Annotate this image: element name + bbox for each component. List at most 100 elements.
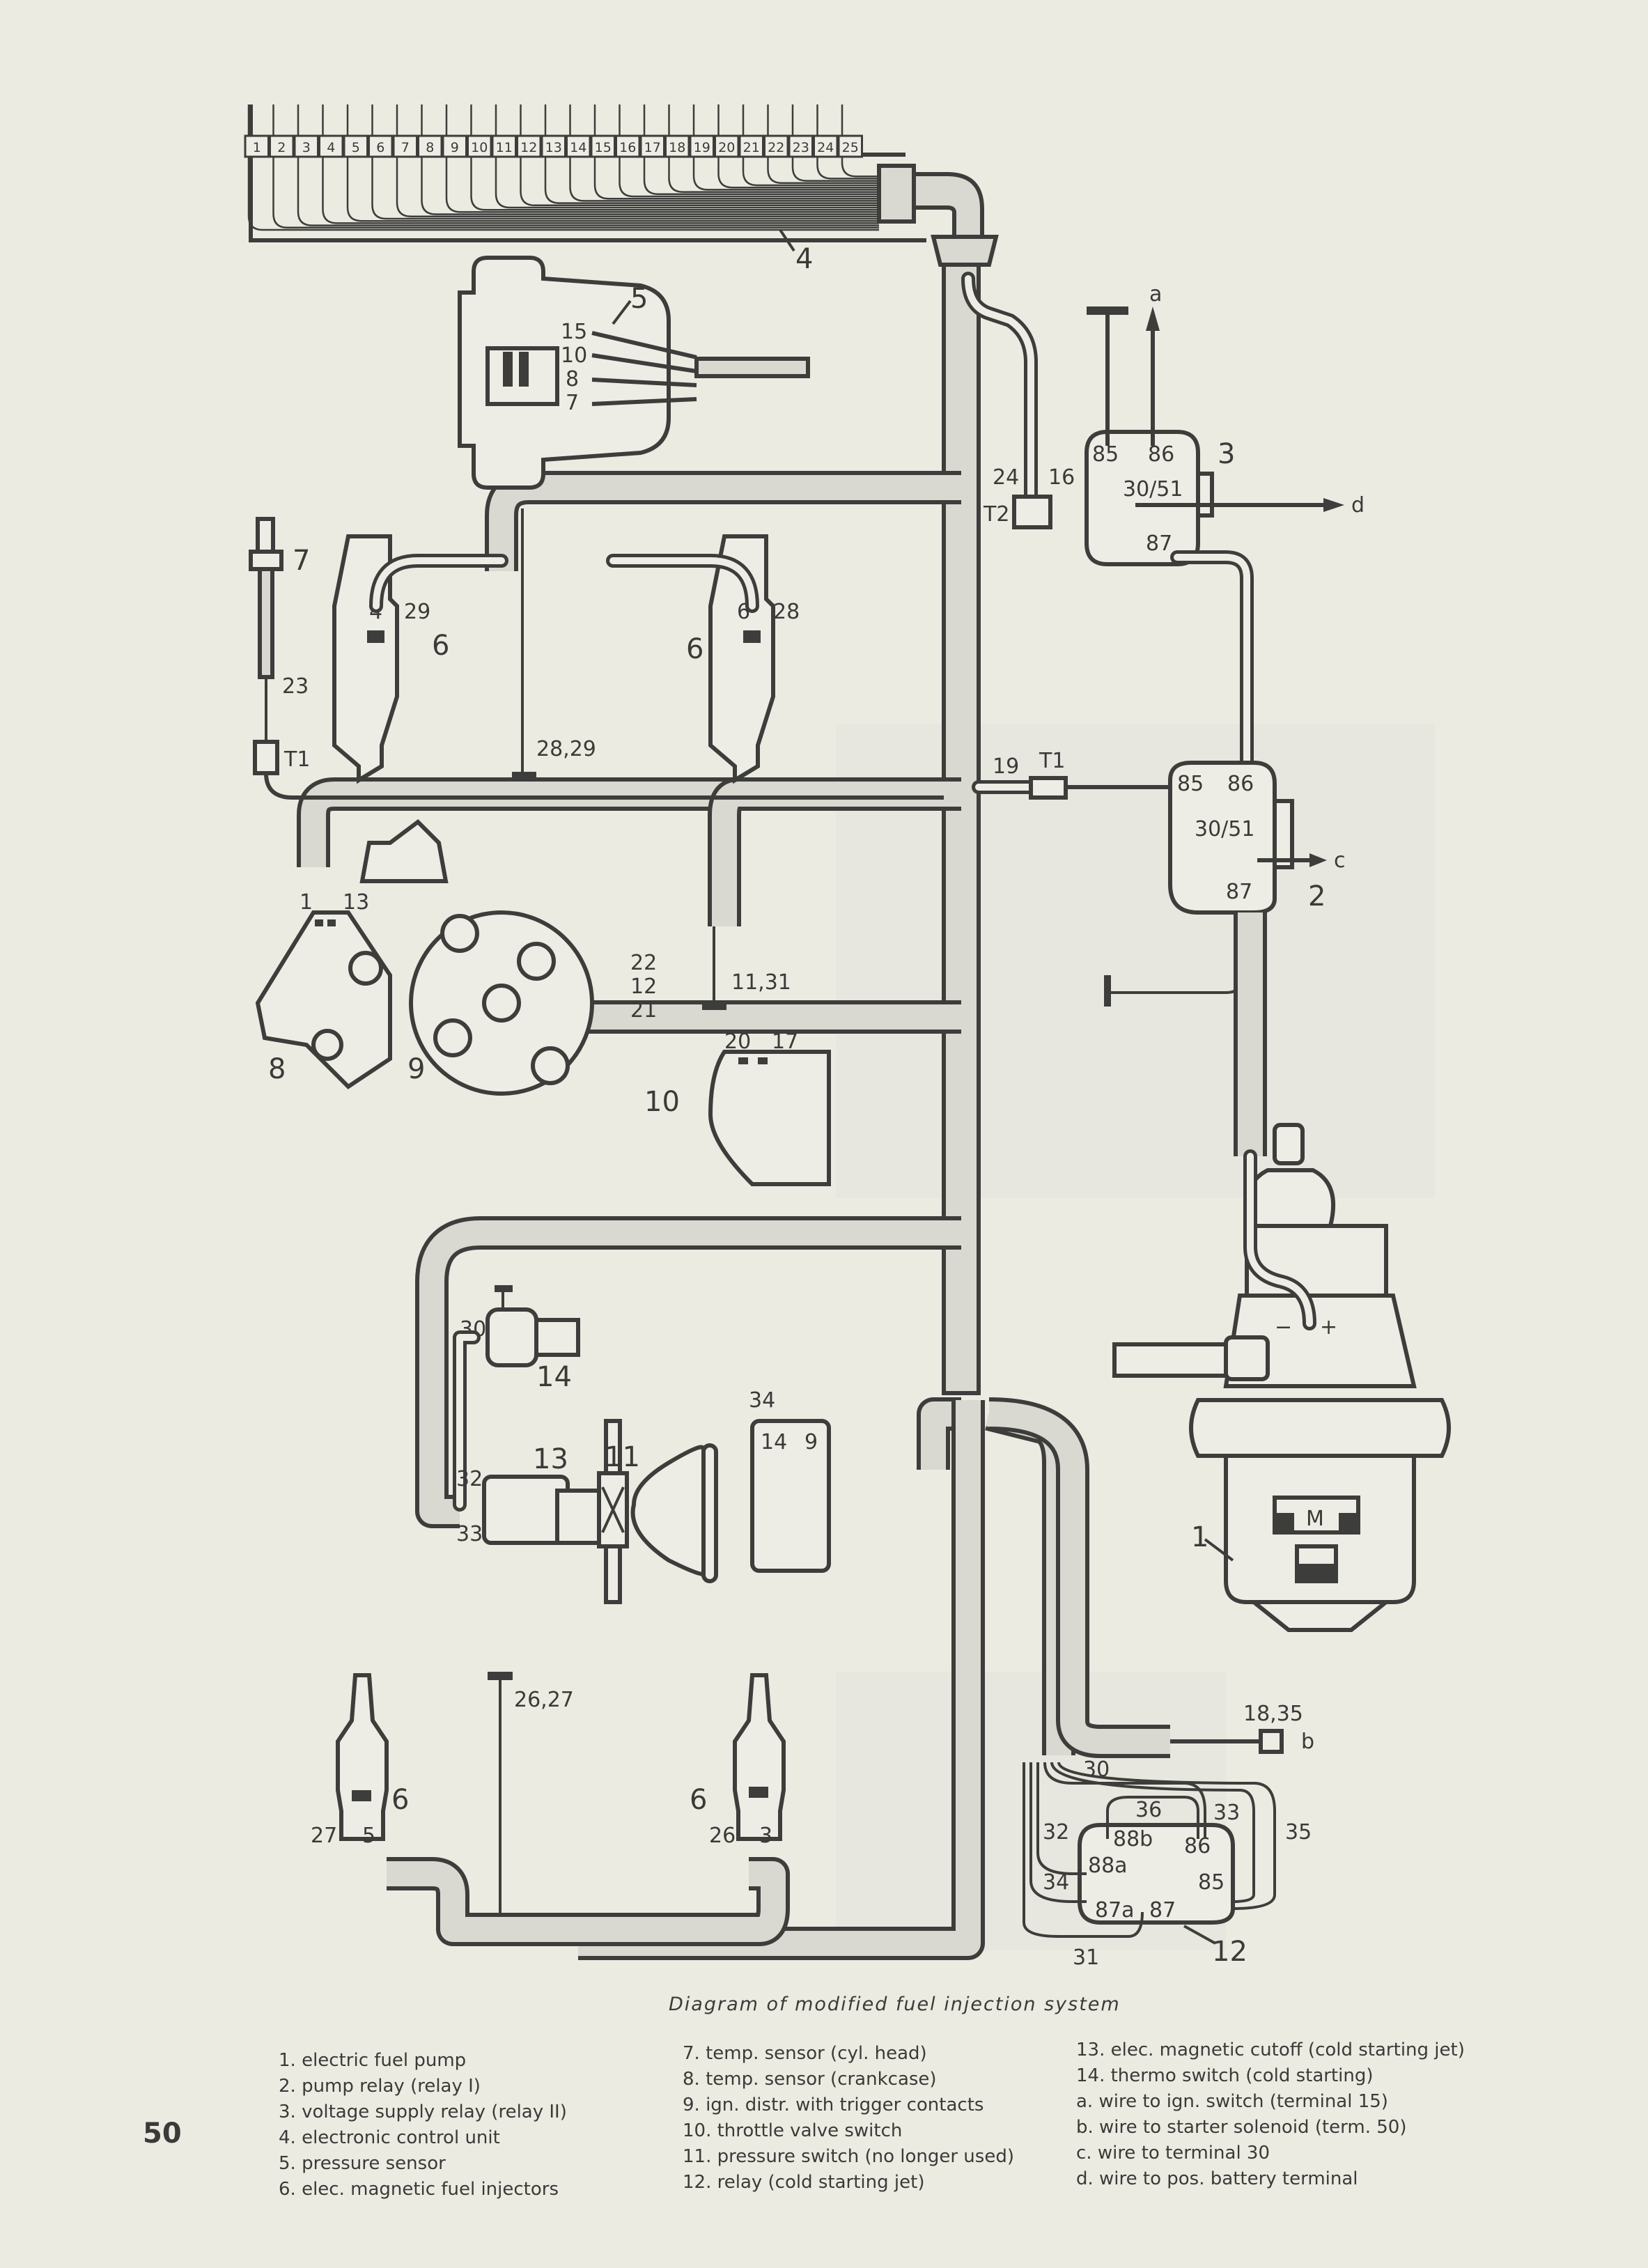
- terminal-label: 87a: [1095, 1898, 1135, 1923]
- ground-label: 28,29: [536, 737, 596, 761]
- legend-item: 5. pressure sensor: [279, 2153, 446, 2174]
- legend-item: 10. throttle valve switch: [683, 2120, 903, 2141]
- pressure-switch: 34 14 9 11: [605, 1388, 831, 1583]
- control-unit-terminal: 21: [738, 104, 879, 187]
- terminal-label: 87: [1149, 1898, 1176, 1923]
- control-unit-terminal: 24: [813, 104, 879, 180]
- arrow-label-c: c: [1334, 848, 1346, 873]
- pin-label: 7: [566, 391, 579, 415]
- pin-label: 12: [630, 974, 657, 999]
- terminal-number: 20: [718, 140, 735, 155]
- control-unit-terminal: 9: [442, 104, 879, 213]
- terminal-label: 30/51: [1123, 477, 1183, 502]
- wire-label: 34: [749, 1388, 775, 1413]
- control-unit-terminal: 5: [343, 104, 879, 222]
- arrow-label-d: d: [1351, 493, 1365, 518]
- control-unit-wire: [544, 104, 879, 204]
- control-unit-terminal: 6: [368, 104, 879, 220]
- control-unit-terminal: 3: [293, 104, 879, 226]
- pump-relay: 19 T1 85 86 30/51 87 c 2: [972, 749, 1346, 1156]
- ref-label-6: 6: [432, 630, 449, 662]
- control-unit-wire: [445, 104, 879, 213]
- terminal-number: 17: [644, 140, 661, 155]
- page-number: 50: [143, 2118, 182, 2150]
- ref-label-6: 6: [391, 1784, 409, 1816]
- control-unit-wire: [717, 104, 879, 189]
- wire-label: 23: [282, 674, 309, 699]
- pin-label: 29: [404, 600, 430, 624]
- injector-rear-right: 26 3 6: [690, 1673, 786, 1848]
- ref-label-8: 8: [268, 1053, 286, 1085]
- legend-item: 12. relay (cold starting jet): [683, 2172, 925, 2193]
- legend-item: 9. ign. distr. with trigger contacts: [683, 2095, 984, 2115]
- wire-label: 16: [1048, 465, 1075, 490]
- thermo-switch: 30 14: [453, 1285, 580, 1512]
- electric-fuel-pump: M − + 1: [1112, 1123, 1451, 1632]
- legend-item: 14. thermo switch (cold starting): [1076, 2065, 1374, 2086]
- control-unit-wire: [371, 104, 879, 220]
- legend-item: 11. pressure switch (no longer used): [683, 2146, 1014, 2167]
- ref-label-11: 11: [605, 1441, 640, 1473]
- ground-rear: 26,27: [387, 1672, 790, 1946]
- legend-item: 7. temp. sensor (cyl. head): [683, 2043, 927, 2064]
- terminal-number: 11: [496, 140, 513, 155]
- control-unit-wire: [816, 104, 879, 180]
- wire-label: 36: [1135, 1798, 1162, 1822]
- control-unit-wire: [520, 104, 879, 207]
- terminal-plus-label: +: [1320, 1315, 1337, 1339]
- connector-label: T1: [1039, 749, 1065, 773]
- terminal-number: 12: [520, 140, 537, 155]
- ref-label-3: 3: [1218, 438, 1235, 470]
- terminal-number: 18: [669, 140, 685, 155]
- terminal-number: 9: [451, 140, 459, 155]
- ref-label-1: 1: [1191, 1521, 1208, 1553]
- control-unit-terminal: 1: [244, 104, 879, 231]
- control-unit-terminal: 18: [664, 104, 879, 193]
- injector-front-right: 6 28 6: [606, 534, 800, 784]
- terminal-number: 1: [253, 140, 261, 155]
- ground-front: 28,29: [512, 508, 596, 780]
- harness-boot: [931, 235, 999, 267]
- terminal-label: 85: [1177, 772, 1204, 796]
- pin-label: 15: [561, 320, 587, 344]
- control-unit-terminal: 20: [714, 104, 879, 189]
- terminal-label: 86: [1148, 442, 1174, 467]
- control-unit-terminal: 7: [392, 104, 879, 218]
- pin-label: 20: [724, 1030, 751, 1054]
- cold-start-cutoff: 32 33 13: [456, 1419, 629, 1604]
- arrow-label-a: a: [1149, 282, 1162, 306]
- terminal-label: 30/51: [1195, 817, 1254, 841]
- control-unit-terminal: 23: [788, 104, 879, 182]
- pressure-sensor: 15 10 8 7 5: [458, 256, 810, 490]
- cold-start-relay: 30 36 33 35 32 34 31 88b 88a 87a 87 86 8…: [1023, 1757, 1312, 1970]
- control-unit-terminal: 15: [590, 104, 879, 200]
- terminal-label: 87: [1146, 531, 1172, 556]
- legend-item: a. wire to ign. switch (terminal 15): [1076, 2091, 1388, 2112]
- control-unit-wire: [247, 104, 879, 231]
- ref-label-6: 6: [686, 633, 703, 665]
- control-unit-terminal: 19: [689, 104, 879, 191]
- voltage-supply-relay: 24 16 T2 a d 85 86 30/51 87 3: [961, 272, 1365, 773]
- terminal-minus-label: −: [1275, 1315, 1292, 1339]
- control-unit-wire: [593, 104, 879, 200]
- legend-item: d. wire to pos. battery terminal: [1076, 2168, 1358, 2189]
- ref-label-2: 2: [1308, 880, 1326, 912]
- control-unit-terminal: 16: [615, 104, 879, 198]
- control-unit-wire: [495, 104, 879, 209]
- legend-item: 8. temp. sensor (crankcase): [683, 2069, 937, 2090]
- control-unit-terminal: 14: [566, 104, 879, 202]
- pin-label: 1: [300, 890, 313, 915]
- terminal-label: 86: [1184, 1834, 1211, 1858]
- terminal-label: 85: [1198, 1870, 1225, 1895]
- control-unit-wire: [470, 104, 879, 211]
- legend-item: 3. voltage supply relay (relay II): [279, 2102, 567, 2122]
- terminal-number: 7: [401, 140, 410, 155]
- motor-symbol: M: [1306, 1507, 1324, 1531]
- pin-label: 17: [772, 1030, 798, 1054]
- figure-caption: Diagram of modified fuel injection syste…: [669, 1994, 1121, 2015]
- control-unit-terminal: 12: [516, 104, 879, 207]
- control-unit-wire: [322, 104, 879, 224]
- pin-label: 14: [761, 1430, 787, 1454]
- injector-rear-left: 27 5 6: [311, 1673, 409, 1848]
